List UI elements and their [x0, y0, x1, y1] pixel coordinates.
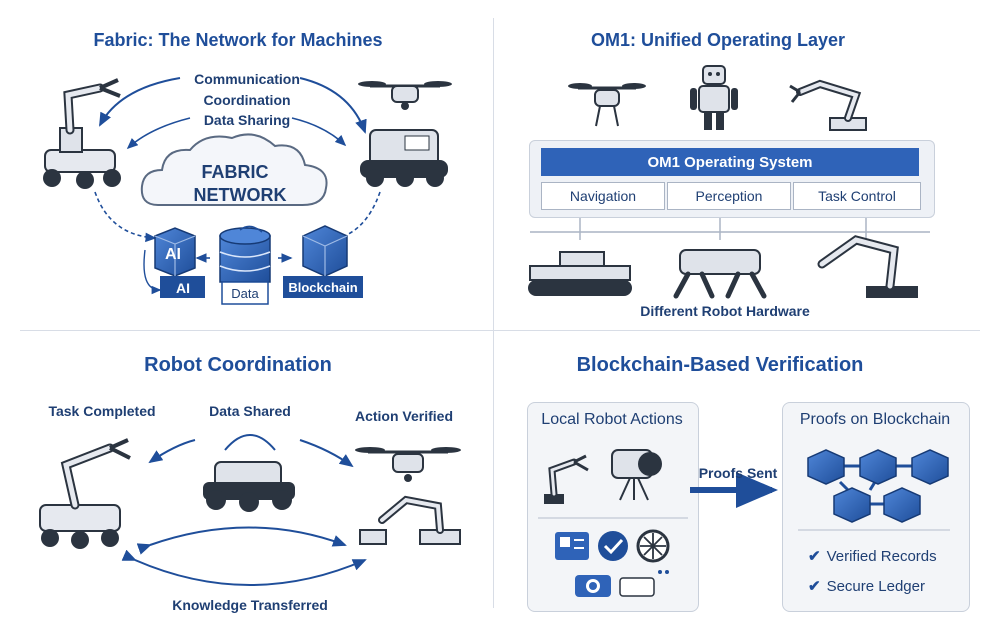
module-navigation: Navigation	[541, 182, 665, 210]
om1-drone-icon	[568, 83, 646, 127]
local-arm-icon	[544, 454, 589, 504]
function-communication: Communication	[194, 71, 300, 87]
function-data-sharing: Data Sharing	[203, 112, 291, 128]
industrial-arm-icon	[817, 235, 918, 298]
ai-cube-icon	[154, 227, 205, 298]
label-knowledge-transferred: Knowledge Transferred	[172, 597, 328, 613]
check-icon: ✔	[808, 548, 821, 565]
label-action-verified: Action Verified	[354, 408, 454, 424]
wheel-icon	[636, 529, 670, 563]
coord-arm-icon	[39, 438, 131, 549]
check-verified-records: ✔ Verified Records	[808, 547, 937, 565]
ai-cube-badge: AI	[165, 246, 181, 263]
rover-icon	[360, 129, 448, 187]
proofs-sent-label: Proofs Sent	[698, 465, 778, 481]
om1-title: OM1: Unified Operating Layer	[590, 30, 846, 50]
proofs-title: Proofs on Blockchain	[799, 411, 951, 428]
verification-title: Blockchain-Based Verification	[576, 354, 864, 376]
blockchain-cube-icon	[283, 225, 363, 298]
humanoid-robot-icon	[690, 65, 738, 130]
node-blockchain-label: Blockchain	[288, 280, 358, 295]
check-icon: ✔	[808, 578, 821, 595]
cloud-shape	[140, 133, 328, 207]
label-task-completed: Task Completed	[48, 403, 156, 419]
arrow-to-drone	[299, 77, 367, 134]
label-data-shared: Data Shared	[209, 403, 291, 419]
coord-rover-icon	[203, 461, 295, 512]
checkmark-badge-icon	[598, 531, 628, 561]
quadruped-robot-icon	[673, 249, 767, 299]
cloud-label-line1: FABRIC	[201, 162, 269, 182]
om1-arm-icon	[789, 79, 867, 131]
cloud-label-line2: NETWORK	[193, 185, 287, 205]
horizontal-divider	[20, 330, 980, 331]
fabric-title: Fabric: The Network for Machines	[93, 30, 383, 50]
node-data-label: Data	[231, 286, 259, 301]
hardware-label: Different Robot Hardware	[640, 303, 810, 319]
secure-ledger-text: Secure Ledger	[826, 578, 925, 595]
module-task-control: Task Control	[793, 182, 921, 210]
blockchain-cubes-icon	[807, 449, 949, 523]
node-ai-label: AI	[176, 280, 190, 296]
verified-records-text: Verified Records	[826, 548, 937, 565]
check-secure-ledger: ✔ Secure Ledger	[808, 577, 925, 595]
coordination-title: Robot Coordination	[144, 354, 332, 376]
local-actions-title: Local Robot Actions	[541, 411, 683, 428]
tracked-vehicle-icon	[528, 251, 632, 296]
module-perception: Perception	[667, 182, 791, 210]
vertical-divider	[493, 18, 494, 608]
database-icon	[219, 225, 271, 305]
arrow-to-arm	[99, 77, 181, 127]
sensor-icon	[619, 570, 669, 597]
coord-industrial-arm-icon	[359, 495, 461, 545]
function-coordination: Coordination	[203, 92, 291, 108]
drone-icon	[358, 81, 452, 110]
local-camera-icon	[611, 449, 662, 501]
camera-icon	[575, 575, 611, 597]
os-bar: OM1 Operating System	[541, 148, 919, 176]
coord-drone-icon	[355, 447, 461, 482]
document-icon	[555, 532, 589, 560]
robot-arm-icon	[43, 78, 121, 189]
